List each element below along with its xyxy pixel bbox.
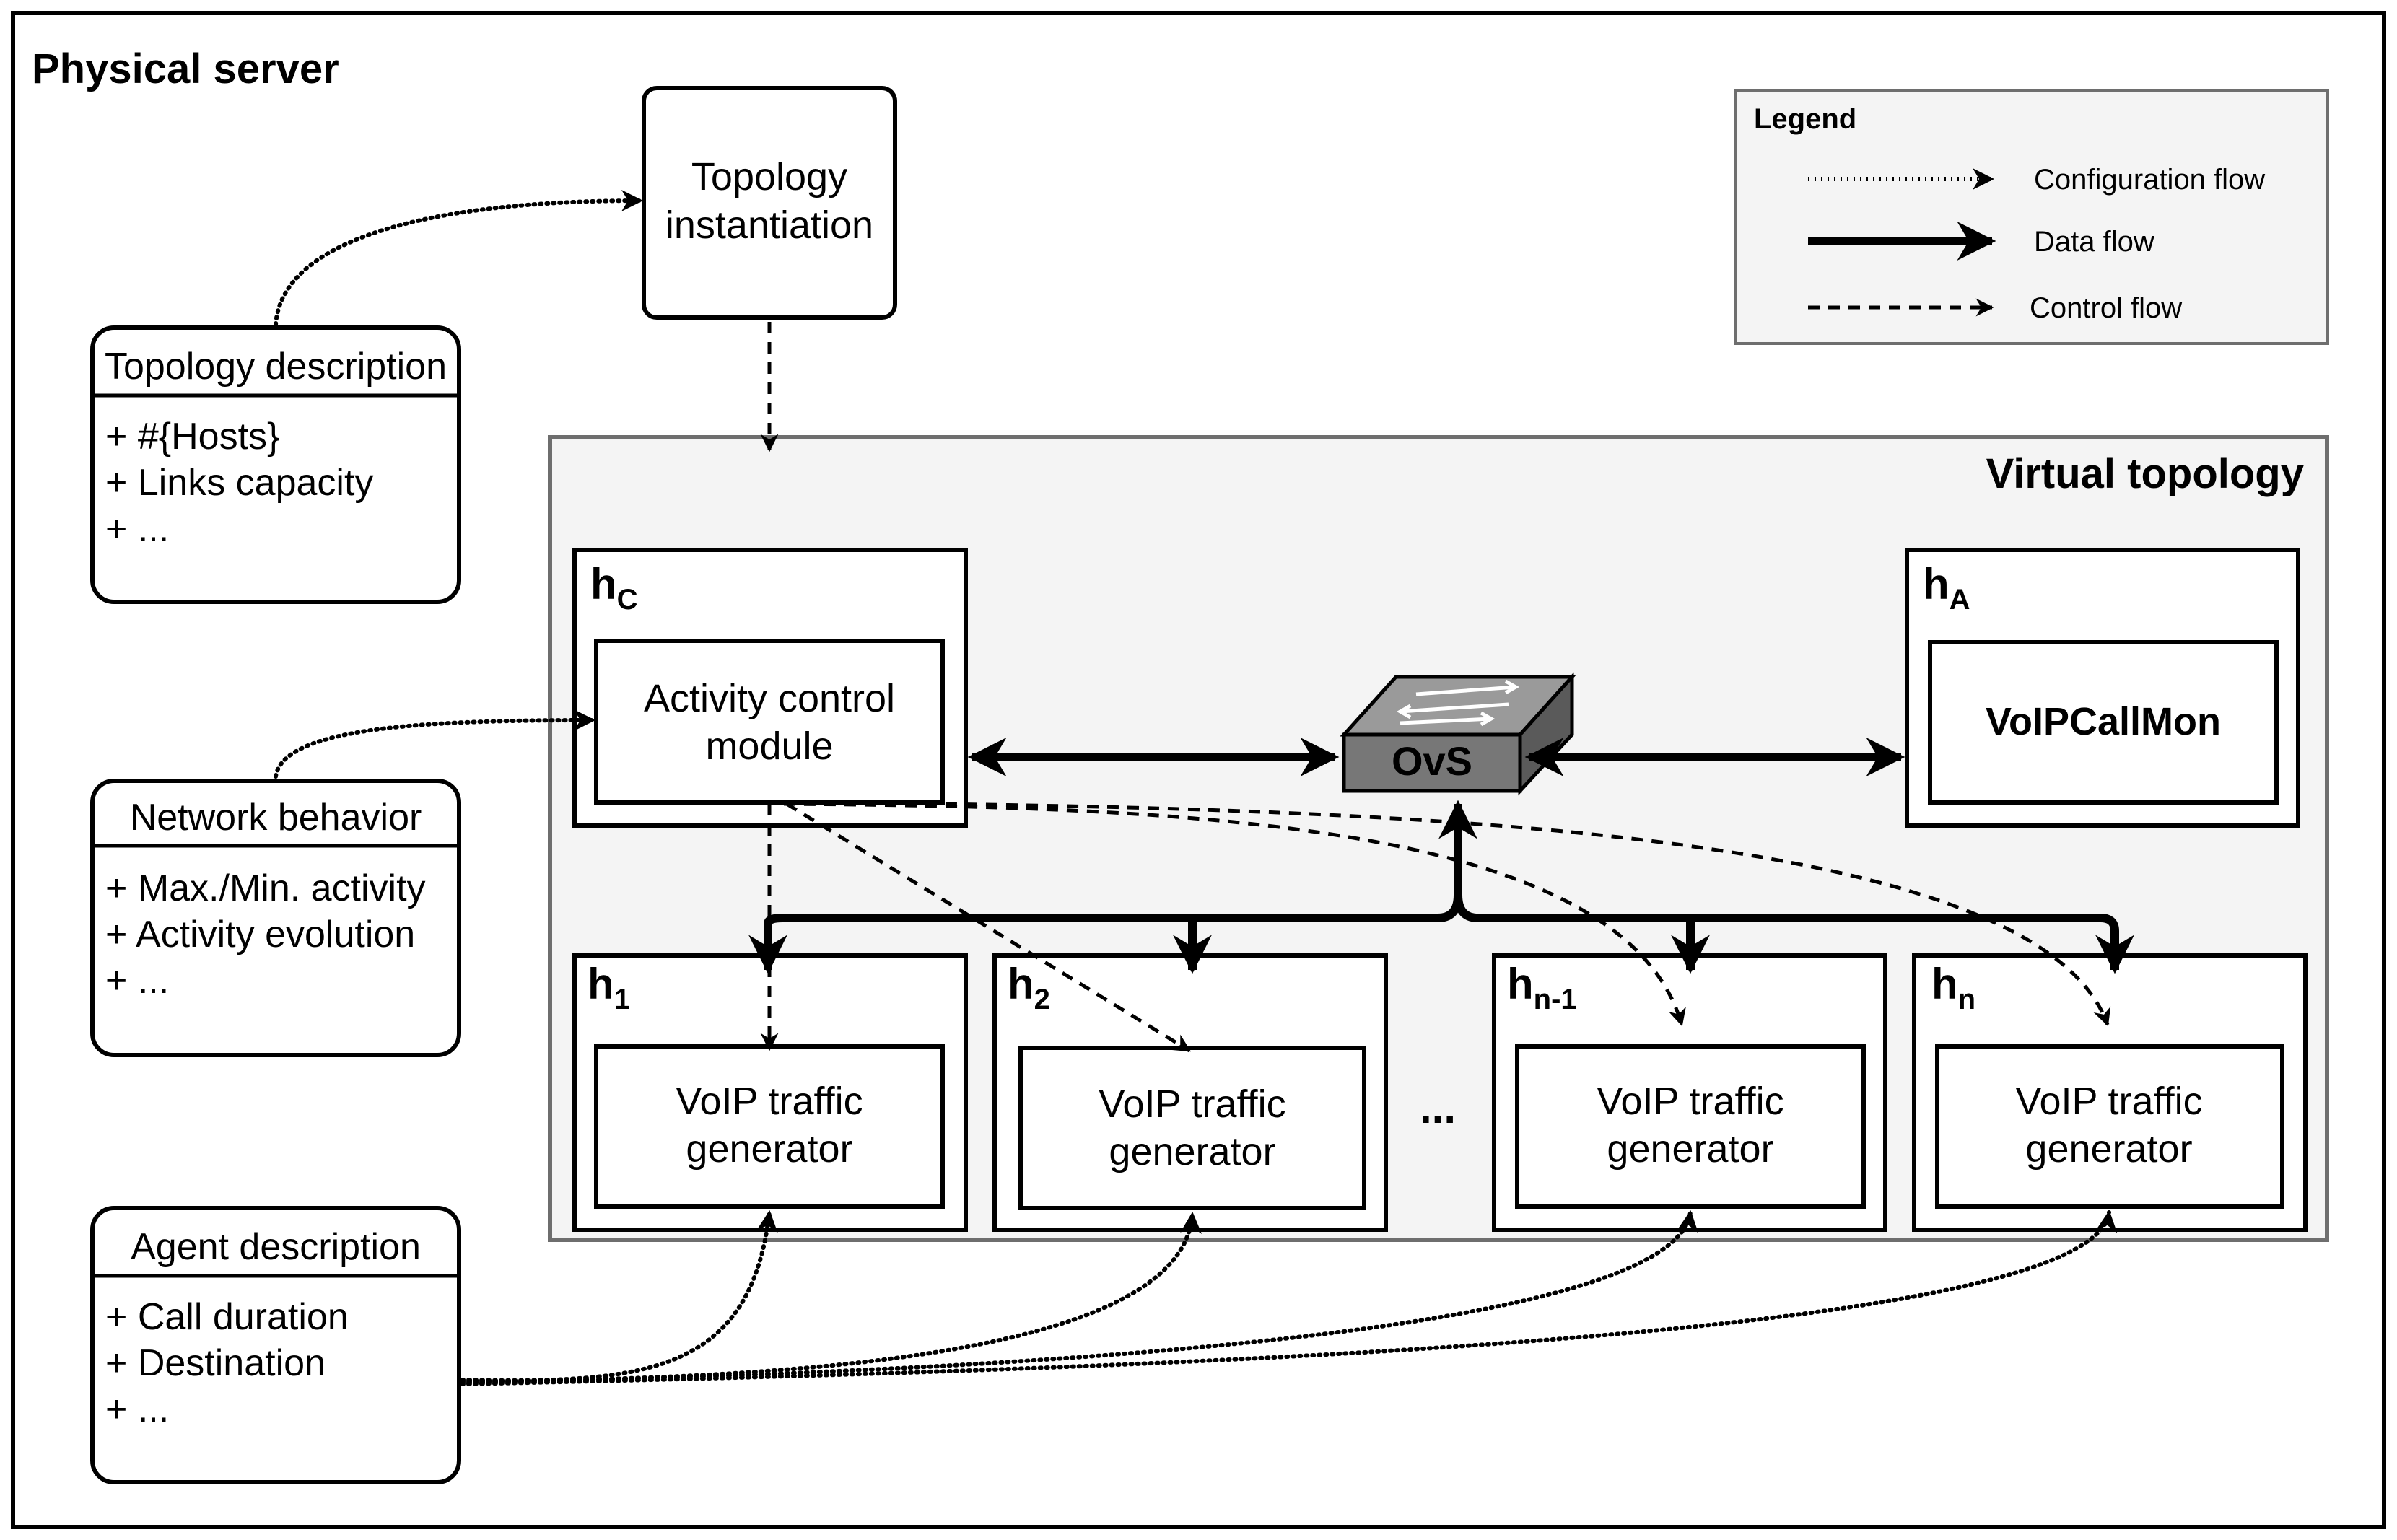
voip-traffic-generator-2-line2: generator [1109, 1130, 1275, 1173]
host-hc: hC Activity control module [572, 548, 968, 828]
voip-traffic-generator-n-line1: VoIP traffic [2015, 1080, 2202, 1123]
voip-traffic-generator-1-line2: generator [686, 1127, 852, 1171]
legend-data-label: Data flow [2034, 226, 2154, 258]
voipcallmon-label: VoIPCallMon [1986, 700, 2221, 743]
topology-instantiation-box [642, 86, 897, 320]
hosts-ellipsis: ... [1420, 1084, 1456, 1132]
topology-description-item: + #{Hosts} [105, 416, 279, 458]
config-flow-h2 [460, 1212, 1202, 1383]
voip-traffic-generator-1-line1: VoIP traffic [676, 1080, 863, 1123]
network-behavior-title: Network behavior [130, 797, 422, 839]
voip-traffic-generator-n-1-line1: VoIP traffic [1597, 1080, 1783, 1123]
activity-control-module-line1: Activity control [644, 677, 895, 720]
legend-control-label: Control flow [2030, 292, 2182, 324]
host-h2: h2 VoIP traffic generator [992, 953, 1388, 1232]
control-flow-hn [783, 800, 2111, 1027]
network-behavior-item: + Max./Min. activity [105, 867, 426, 909]
agent-description-item: + Destination [105, 1342, 326, 1384]
configuration-flows [274, 190, 2118, 1386]
network-behavior-box: Network behavior + Max./Min. activity + … [90, 779, 461, 1057]
host-hc-label: hC [590, 560, 638, 616]
topology-instantiation-line2: instantiation [665, 204, 873, 247]
legend-title: Legend [1754, 103, 1856, 135]
voip-traffic-generator-n-line2: generator [2025, 1127, 2192, 1171]
legend: Legend Configuration flow Data flow Cont… [1734, 89, 2329, 345]
data-flow-bus [764, 894, 2119, 968]
topology-description-item: + Links capacity [105, 462, 373, 504]
host-hn: hn VoIP traffic generator [1912, 953, 2308, 1232]
host-h1: h1 VoIP traffic generator [572, 953, 968, 1232]
network-behavior-item: + Activity evolution [105, 914, 415, 955]
topology-description-title: Topology description [105, 346, 447, 388]
host-h2-label: h2 [1008, 960, 1050, 1015]
control-flow-h2 [785, 802, 1192, 1053]
control-flows [760, 322, 2111, 1053]
voip-traffic-generator-n-1 [1515, 1044, 1866, 1209]
host-hn-label: hn [1931, 960, 1975, 1015]
agent-description-title: Agent description [131, 1226, 421, 1268]
voip-traffic-generator-2 [1018, 1046, 1366, 1210]
topology-description-item: + ... [105, 508, 169, 550]
control-flow-hn-1 [783, 802, 1686, 1027]
activity-control-module-line2: module [705, 725, 833, 768]
voip-traffic-generator-n-1-line2: generator [1607, 1127, 1773, 1171]
ovs-switch-face [1342, 732, 1522, 793]
agent-description-item: + ... [105, 1388, 169, 1430]
agent-description-box: Agent description + Call duration + Dest… [90, 1206, 461, 1484]
host-ha: hA VoIPCallMon [1905, 548, 2300, 828]
topology-description-box: Topology description + #{Hosts} + Links … [90, 325, 461, 604]
host-ha-label: hA [1923, 560, 1970, 616]
data-flows [748, 738, 2134, 974]
network-behavior-item: + ... [105, 960, 169, 1002]
topology-instantiation-line1: Topology [691, 155, 847, 198]
legend-box [1734, 89, 2329, 345]
voip-traffic-generator-2-line1: VoIP traffic [1099, 1082, 1285, 1126]
host-hn-1: hn-1 VoIP traffic generator [1492, 953, 1887, 1232]
physical-server-title: Physical server [32, 45, 339, 92]
config-flow-hn-1 [460, 1210, 1699, 1385]
voip-traffic-generator-1 [594, 1044, 945, 1209]
ovs-switch: OvS [1340, 672, 1576, 796]
voipcallmon-module [1928, 640, 2279, 805]
agent-description-item: + Call duration [105, 1296, 349, 1338]
config-flow-topology [274, 190, 643, 327]
activity-control-module [594, 639, 945, 805]
voip-traffic-generator-n [1935, 1044, 2284, 1209]
ovs-switch-arrows-icon [1396, 679, 1520, 727]
virtual-topology-label: Virtual topology [1986, 450, 2304, 497]
legend-config-label: Configuration flow [2034, 164, 2265, 196]
host-h1-label: h1 [588, 960, 630, 1015]
host-hn-1-label: hn-1 [1507, 960, 1577, 1015]
config-flow-network [274, 709, 595, 779]
config-flow-hn [460, 1210, 2118, 1386]
ovs-label: OvS [1392, 738, 1472, 784]
